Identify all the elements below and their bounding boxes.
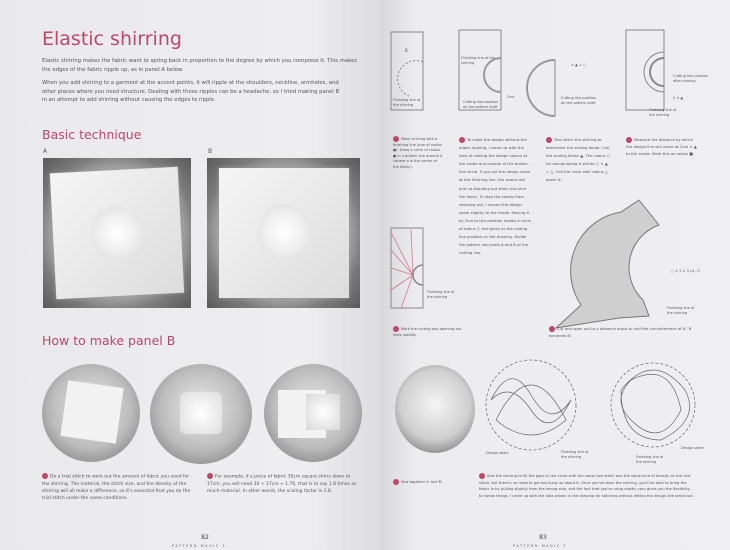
diagram-label: Finishing line of the shirring (461, 56, 496, 65)
panel-b-photo (207, 158, 360, 308)
diagram-label: 2cm (507, 95, 515, 99)
diagram-label: Finishing line of the shirring (427, 290, 455, 299)
panel-b-label: B (208, 148, 213, 155)
diagram-label: Cutting line position on the pattern dra… (463, 100, 499, 109)
fabric-square-photo (42, 364, 140, 462)
pattern-piece-step5 (526, 59, 556, 117)
step-number-icon (393, 136, 399, 142)
step-number-icon (207, 473, 213, 479)
diagram-label: × ▲ = ○ (571, 63, 586, 67)
trial-stitch-photo (150, 364, 252, 464)
sewn-panel-photo (395, 365, 475, 453)
left-page: Elastic shirring Elastic shirring makes … (0, 0, 381, 550)
diagram-label: Finishing line of the shirring (649, 108, 677, 117)
step-3-caption: Make shirring with a finishing line (one… (393, 136, 443, 169)
step-4-caption: To make the design without the edges rip… (459, 137, 531, 256)
diagram-label: ○ × 2 × 3.14 / 2 (671, 269, 701, 273)
pattern-piece-step6 (625, 29, 665, 111)
design-seam-circle-2 (610, 362, 696, 448)
diagram-label: Finishing line of the shirring (561, 450, 589, 459)
step-number-icon (393, 326, 399, 332)
design-seam-circle-1 (485, 359, 577, 451)
intro-paragraph-2: When you add shirring to a garment at th… (42, 80, 340, 103)
diagram-label: Cutting line position after moving (673, 74, 709, 83)
section-heading-how-to-make: How to make panel B (42, 333, 176, 348)
step-10-caption: Sew the shirring to fill the gaps in the… (479, 473, 694, 498)
page-title: Elastic shirring (42, 28, 182, 50)
step-5-caption: Trial stitch the shirring to determine t… (546, 137, 611, 182)
step-6-caption: Measure the distance by which the design… (626, 137, 697, 156)
step-number-icon (459, 137, 465, 143)
diagram-label: Finishing line of the shirring (667, 306, 695, 315)
step-8-caption: Cut and open out to a distance equal to … (549, 326, 692, 338)
step-number-icon (479, 473, 485, 479)
step-number-icon (626, 137, 632, 143)
panel-a-photo (43, 158, 191, 308)
pattern-diagrams (390, 29, 696, 451)
step-7-caption: Mark the cutting and opening-out lines r… (393, 326, 462, 337)
diagram-label: Design seam (486, 451, 509, 455)
diagram-label: Finishing line of the shirring (393, 98, 421, 107)
step-2-caption: For example, if a piece of fabric 30cm s… (207, 473, 357, 494)
panel-a-label: A (43, 148, 48, 155)
step-number-icon (42, 473, 48, 479)
opened-pattern-piece (554, 199, 660, 329)
running-footer: PATTERN MAGIC 3 (172, 544, 226, 548)
diagram-label: Cutting line position on the pattern dra… (561, 96, 597, 105)
step-number-icon (393, 479, 399, 485)
section-heading-basic-technique: Basic technique (42, 127, 142, 142)
running-footer: PATTERN MAGIC 3 (513, 544, 567, 548)
diagram-label: Finishing line of the shirring (636, 455, 664, 464)
comparison-photo (264, 364, 362, 462)
right-page: B Finishing line of the shirring Finishi… (381, 0, 730, 550)
step-9-caption: Sew together A' and B'. (393, 479, 463, 486)
pattern-piece-step4 (458, 29, 502, 111)
intro-paragraph-1: Elastic shirring makes the fabric want t… (42, 58, 357, 73)
diagram-label: B (405, 48, 408, 53)
step-number-icon (546, 137, 552, 143)
diagram-label: Design seam (681, 446, 704, 450)
diagram-label: 2 × ▲ (673, 96, 684, 100)
page-number: 83 (539, 534, 547, 541)
step-1-caption: Do a trial stitch to work out the amount… (42, 473, 191, 501)
page-number: 82 (201, 534, 209, 541)
step-number-icon (549, 326, 555, 332)
pattern-piece-step3 (390, 31, 424, 111)
